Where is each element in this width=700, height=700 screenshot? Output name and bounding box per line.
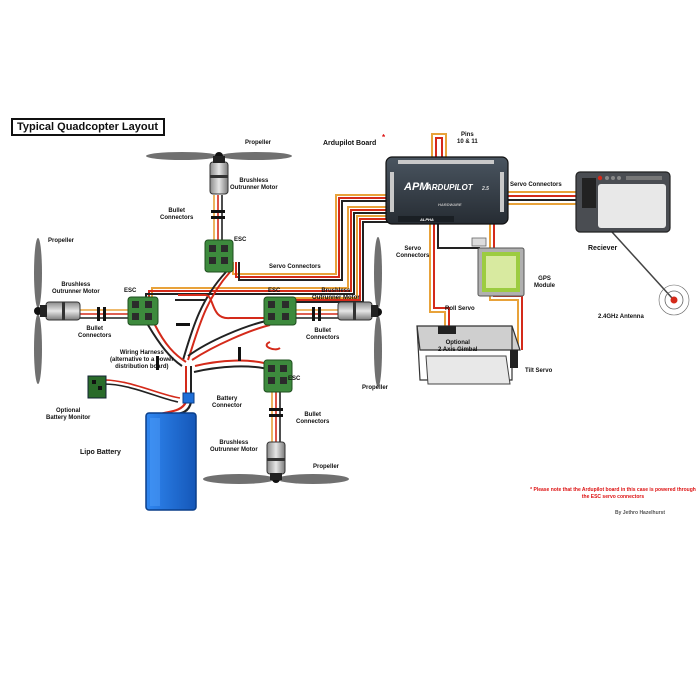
motor-top	[209, 156, 229, 195]
gimbal	[416, 325, 521, 385]
label-propeller-bottom: Propeller	[313, 464, 340, 470]
battery-monitor	[87, 375, 107, 399]
footnote: * Please note that the Ardupilot board i…	[530, 487, 696, 500]
label-esc-right: ESC	[268, 288, 281, 294]
label-propeller-right: Propeller	[362, 385, 389, 391]
lipo-battery	[145, 412, 197, 511]
esc-bottom	[263, 359, 293, 393]
esc-left	[127, 296, 159, 326]
pins-wire	[431, 133, 447, 157]
label-receiver: Reciever	[588, 245, 618, 252]
battery-monitor-wire	[103, 379, 181, 403]
ardupilot-board: APM ARDUPILOT 2.5 HARDWARE ALPHA	[385, 156, 509, 225]
label-propeller-left: Propeller	[48, 238, 75, 244]
gps-module	[471, 237, 525, 297]
label-esc-left: ESC	[124, 288, 137, 294]
asterisk-mark: *	[382, 133, 386, 142]
label-receiver-servo-connectors: Servo Connectors	[510, 182, 562, 188]
esc-top	[204, 239, 234, 273]
antenna-icon	[658, 284, 690, 316]
motor-left	[40, 301, 81, 321]
battery-connector	[182, 392, 195, 404]
label-antenna: 2.4GHz Antenna	[598, 314, 644, 320]
board-flag: ALPHA	[419, 217, 434, 222]
credit: By Jethro Hazelhurst	[615, 510, 666, 516]
propeller-left	[34, 238, 42, 384]
power-harness-wires	[147, 271, 281, 395]
label-ardupilot-board: Ardupilot Board	[323, 140, 377, 147]
propeller-right	[374, 237, 382, 387]
motor-right	[337, 301, 378, 321]
motor-bottom	[266, 441, 286, 480]
label-esc-top: ESC	[234, 237, 247, 243]
label-esc-bottom: ESC	[288, 376, 301, 382]
label-propeller-top: Propeller	[245, 140, 272, 146]
board-subtitle: ARDUPILOT	[425, 183, 474, 192]
diagram-title: Typical Quadcopter Layout	[11, 118, 165, 136]
bullet-connectors	[97, 210, 321, 417]
board-version: 2.5	[481, 186, 489, 192]
board-logo: APM	[403, 181, 429, 193]
antenna-lead	[611, 231, 673, 299]
esc-right	[263, 296, 297, 326]
receiver	[575, 171, 671, 233]
label-servo-connectors: Servo Connectors	[269, 264, 321, 270]
receiver-servo-wires	[508, 191, 576, 205]
label-roll-servo: Roll Servo	[445, 306, 475, 312]
board-bottom-text: HARDWARE	[438, 202, 462, 207]
label-tilt-servo: Tilt Servo	[525, 368, 553, 374]
motor-phase-wires	[80, 195, 338, 442]
label-lipo-battery: Lipo Battery	[80, 449, 121, 456]
